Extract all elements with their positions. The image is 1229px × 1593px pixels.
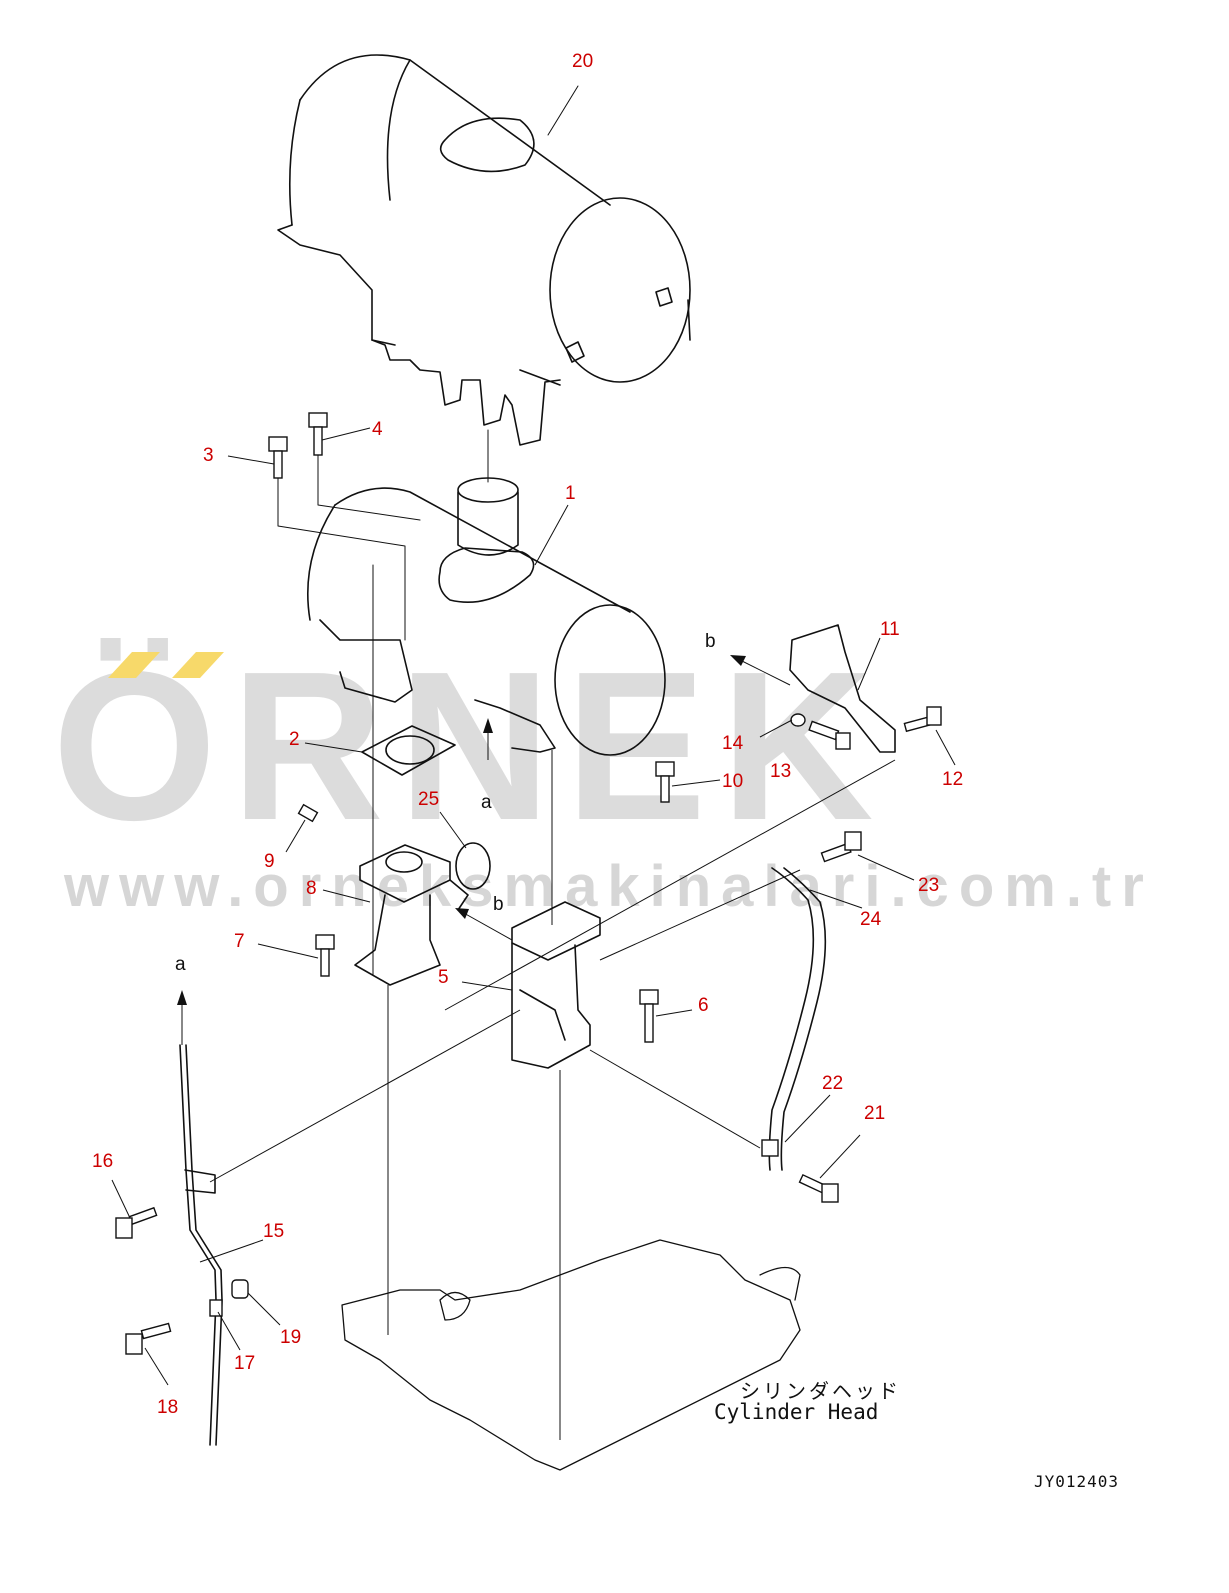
ref-b-mid: b [493, 894, 504, 915]
bolts [115, 412, 942, 1355]
callout-17: 17 [234, 1353, 256, 1374]
leader-24-line [599, 869, 801, 961]
heat-shield-cover [277, 54, 691, 446]
callout-15: 15 [263, 1221, 285, 1242]
clamp-17 [209, 1299, 223, 1317]
leader-16-line [209, 1009, 521, 1183]
ref-a-left: a [175, 954, 186, 975]
callout-12: 12 [942, 769, 964, 790]
leader-22-line [589, 1049, 761, 1149]
bolt-7 [315, 934, 335, 977]
bolt-21 [798, 1173, 839, 1203]
cylinder-head-label-en: Cylinder Head [714, 1400, 879, 1424]
callout-8: 8 [306, 878, 317, 899]
bolt-4 [308, 412, 328, 456]
callout-13: 13 [770, 761, 792, 782]
bolt-10 [655, 761, 675, 803]
bolt-6 [639, 989, 659, 1043]
bolt-13 [808, 720, 851, 750]
watermark-accent-right [172, 652, 224, 678]
washer-14 [790, 713, 806, 727]
callout-22: 22 [822, 1073, 844, 1094]
arrow-b-mid [455, 908, 469, 919]
callout-6: 6 [698, 995, 709, 1016]
arrows [177, 655, 746, 1005]
cylinder-head-label-jp: シリンダヘッド [740, 1379, 901, 1403]
callout-25: 25 [418, 789, 440, 810]
bolt-23 [820, 831, 862, 863]
arrow-a-mid [483, 718, 493, 733]
exhaust-bracket [354, 844, 469, 986]
arrow-b-top [730, 655, 746, 666]
muffler-bracket [511, 901, 601, 1069]
callout-20: 20 [572, 51, 594, 72]
bolt-9 [297, 803, 319, 823]
muffler [307, 477, 666, 756]
callout-4: 4 [372, 419, 383, 440]
callout-23: 23 [918, 875, 940, 896]
callout-5: 5 [438, 967, 449, 988]
bolt-3 [268, 436, 288, 479]
callout-2: 2 [289, 729, 300, 750]
pipe [768, 867, 827, 1171]
callout-leaders [111, 427, 956, 1386]
arrow-a-left [177, 990, 187, 1005]
callout-10: 10 [722, 771, 744, 792]
ref-a-mid: a [481, 792, 492, 813]
watermark-url: www.orneksmakinalari.com.tr [64, 854, 1154, 919]
callout-14: 14 [722, 733, 744, 754]
callout-7: 7 [234, 931, 245, 952]
drawing-code: JY012403 [1034, 1472, 1120, 1491]
spacer-19 [231, 1279, 249, 1299]
callout-9: 9 [264, 851, 275, 872]
cylinder-head [341, 1239, 801, 1471]
seal-ring [455, 842, 491, 890]
callout-21: 21 [864, 1103, 886, 1124]
leader-11-line [444, 759, 896, 1011]
ref-b-top: b [705, 631, 716, 652]
leader-b-arrow [461, 911, 513, 941]
bolt-16 [115, 1206, 158, 1239]
clamp-22 [761, 1139, 779, 1157]
callout-16: 16 [92, 1151, 114, 1172]
gasket [361, 725, 456, 776]
callout-1: 1 [565, 483, 576, 504]
callout-19: 19 [280, 1327, 302, 1348]
bolt-18 [125, 1322, 172, 1355]
callout-3: 3 [203, 445, 214, 466]
leader-b-top [739, 659, 791, 686]
callout-11: 11 [880, 619, 900, 640]
bolt-12 [903, 706, 942, 733]
callout-24: 24 [860, 909, 882, 930]
support-bracket [789, 624, 896, 753]
watermark-accent-left [108, 652, 160, 678]
callout-18: 18 [157, 1397, 179, 1418]
dipstick-tube [179, 1044, 223, 1446]
